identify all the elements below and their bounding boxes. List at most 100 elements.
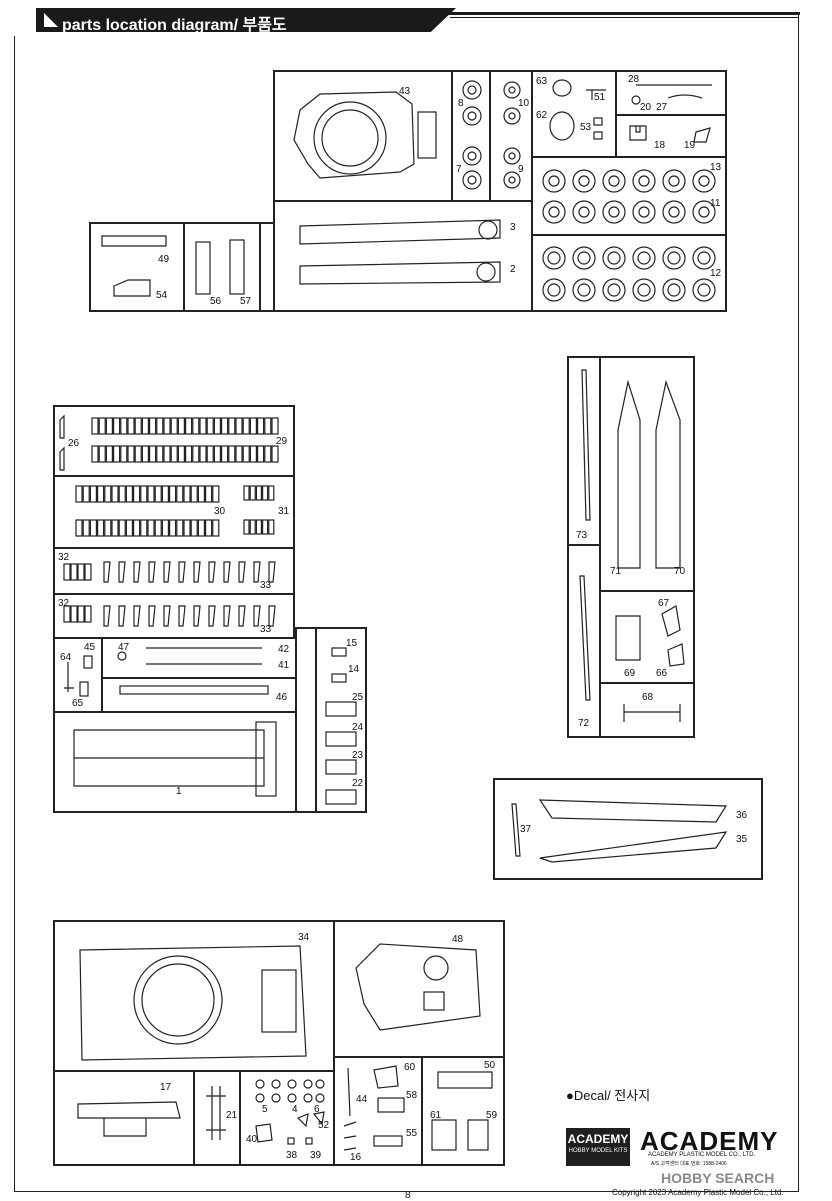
return-wheel-icon bbox=[602, 246, 626, 270]
decal-label: ●Decal/ 전사지 bbox=[566, 1088, 651, 1103]
track-pad-icon bbox=[163, 561, 171, 583]
track-pad-icon bbox=[118, 605, 126, 627]
track-link-icon bbox=[112, 445, 121, 463]
part-49-54-56-57 bbox=[101, 235, 245, 297]
part-1-hull-plate bbox=[73, 721, 277, 797]
return-wheel-icon bbox=[692, 278, 716, 302]
road-wheel-hub-icon bbox=[638, 206, 650, 218]
track-link-icon bbox=[91, 417, 99, 435]
track-pad-icon bbox=[163, 605, 171, 627]
track-link-icon bbox=[192, 417, 200, 435]
header-banner bbox=[36, 8, 456, 32]
label-35: 35 bbox=[736, 834, 748, 845]
track-link-icon bbox=[190, 485, 198, 503]
frame-bottom bbox=[14, 1191, 799, 1192]
track-link-icon bbox=[125, 519, 134, 537]
label-32b: 32 bbox=[58, 598, 70, 609]
track-link-icon bbox=[120, 417, 128, 435]
track-pad-icon bbox=[103, 561, 111, 583]
label-36: 36 bbox=[736, 810, 748, 821]
track-link-icon bbox=[242, 417, 250, 435]
road-wheel-icon bbox=[542, 200, 566, 224]
part-64-45-65 bbox=[64, 655, 93, 697]
return-wheel-hub-icon bbox=[637, 251, 651, 265]
track-link-icon bbox=[257, 445, 265, 463]
label-16: 16 bbox=[350, 1152, 362, 1163]
track-pad-icon bbox=[148, 561, 156, 583]
track-pad-icon bbox=[208, 605, 216, 627]
label-65: 65 bbox=[72, 698, 84, 709]
track-link-icon bbox=[235, 445, 243, 463]
sprue-right bbox=[567, 356, 695, 738]
road-wheel-icon bbox=[602, 169, 626, 193]
part-15-22 bbox=[325, 647, 357, 805]
track-pad-icon bbox=[193, 561, 201, 583]
road-wheel-hub-icon bbox=[638, 175, 650, 187]
track-link-icon bbox=[127, 417, 135, 435]
track-link-icon bbox=[228, 445, 236, 463]
track-link-icon bbox=[185, 417, 193, 435]
label-22: 22 bbox=[352, 778, 364, 789]
label-7: 7 bbox=[456, 164, 462, 175]
label-59: 59 bbox=[486, 1110, 498, 1121]
track-link-icon bbox=[96, 485, 105, 503]
label-37: 37 bbox=[520, 824, 532, 835]
label-27: 27 bbox=[656, 102, 668, 113]
track-pad-icon bbox=[238, 561, 246, 583]
track-pad-icon bbox=[268, 561, 276, 583]
return-wheel-hub-icon bbox=[697, 283, 711, 297]
label-6: 6 bbox=[314, 1104, 320, 1115]
track-link-icon bbox=[169, 485, 177, 503]
part-41-42-46 bbox=[117, 647, 269, 695]
label-45: 45 bbox=[84, 642, 96, 653]
label-68: 68 bbox=[642, 692, 654, 703]
track-link-icon bbox=[96, 519, 105, 537]
return-wheel-icon bbox=[662, 278, 686, 302]
return-wheel-icon bbox=[632, 278, 656, 302]
label-53: 53 bbox=[580, 122, 592, 133]
service-line: A/S 고객센터 대표 번호: 1588-2406 bbox=[651, 1161, 727, 1167]
part-70-71-73-72 bbox=[579, 369, 685, 722]
road-wheel-hub-icon bbox=[548, 175, 560, 187]
label-54: 54 bbox=[156, 290, 168, 301]
track-link-icon bbox=[170, 417, 178, 435]
track-link-icon bbox=[63, 605, 71, 623]
track-link-icon bbox=[271, 417, 279, 435]
track-link-icon bbox=[177, 445, 185, 463]
frame-right bbox=[798, 12, 799, 1192]
label-38: 38 bbox=[286, 1150, 298, 1161]
part-track-links bbox=[59, 414, 279, 627]
track-link-icon bbox=[149, 417, 157, 435]
track-link-icon bbox=[82, 519, 90, 537]
road-wheel-hub-icon bbox=[578, 206, 590, 218]
track-link-icon bbox=[104, 485, 112, 503]
label-48: 48 bbox=[452, 934, 464, 945]
part-48-upper-hull bbox=[355, 943, 481, 1031]
track-link-icon bbox=[243, 485, 250, 501]
return-wheel-icon bbox=[572, 278, 596, 302]
track-link-icon bbox=[77, 605, 85, 623]
track-link-icon bbox=[98, 417, 106, 435]
track-link-icon bbox=[192, 445, 200, 463]
road-wheel-hub-icon bbox=[578, 175, 590, 187]
track-link-icon bbox=[127, 445, 135, 463]
header-rule-thin bbox=[450, 17, 798, 18]
track-link-icon bbox=[235, 417, 243, 435]
header-triangle-icon bbox=[44, 13, 58, 27]
academy-small-logo: ACADEMY HOBBY MODEL KITS bbox=[566, 1128, 630, 1166]
label-12: 12 bbox=[710, 268, 722, 279]
track-link-icon bbox=[170, 445, 178, 463]
track-link-icon bbox=[249, 445, 257, 463]
label-70: 70 bbox=[674, 566, 686, 577]
academy-big-logo: ACADEMY bbox=[640, 1126, 779, 1156]
frame-left bbox=[14, 36, 15, 1192]
track-link-icon bbox=[163, 417, 171, 435]
track-link-icon bbox=[125, 485, 134, 503]
track-pad-icon bbox=[238, 605, 246, 627]
track-link-icon bbox=[140, 519, 148, 537]
road-wheel-hub-icon bbox=[548, 206, 560, 218]
return-wheel-hub-icon bbox=[697, 251, 711, 265]
part-17-21-wheels-small bbox=[77, 1079, 325, 1145]
part-18-19 bbox=[629, 125, 711, 143]
